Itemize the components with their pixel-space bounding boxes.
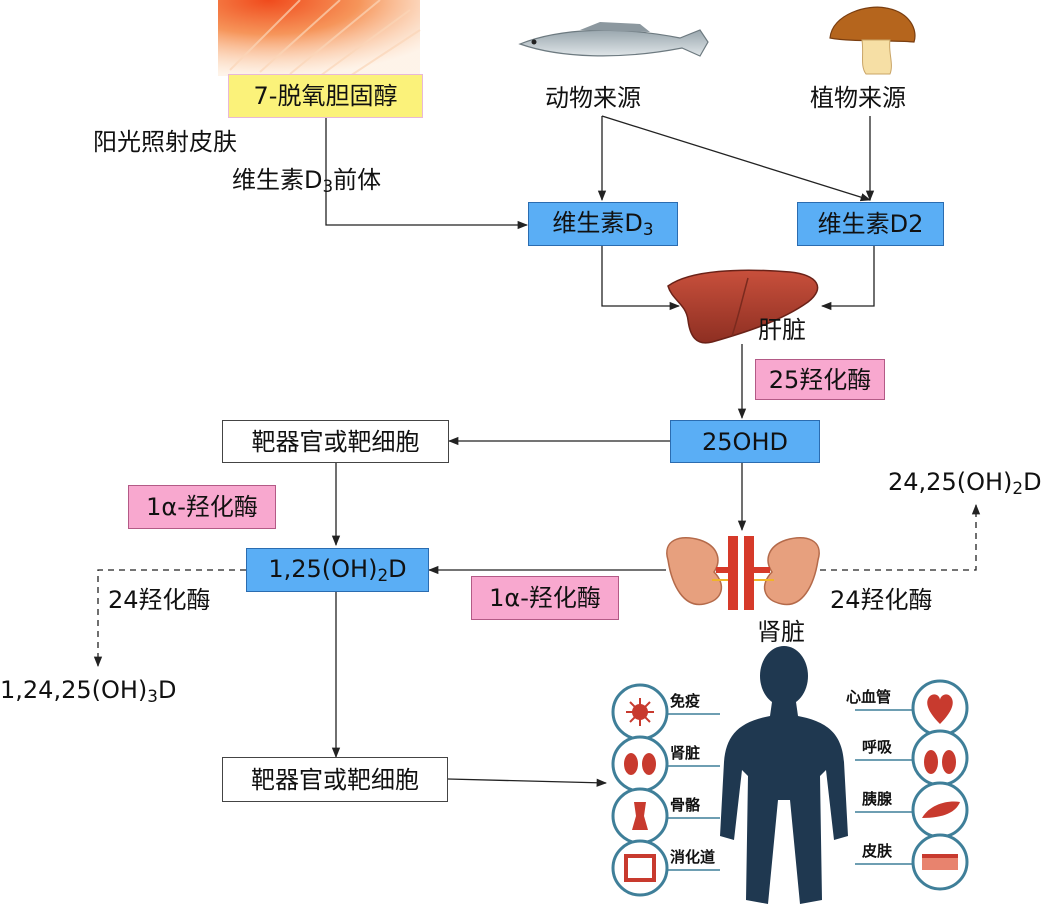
calcitriol-label: 1,25(OH)2D bbox=[268, 554, 407, 585]
enzyme-1a-left-box: 1α-羟化酶 bbox=[128, 485, 276, 529]
vitamin-d2-label: 维生素D2 bbox=[817, 210, 924, 238]
organ-label-respiratory: 呼吸 bbox=[862, 738, 893, 756]
skin-icon bbox=[911, 833, 969, 891]
calcitriol-box: 1,25(OH)2D bbox=[246, 548, 429, 592]
organ-label-immune: 免疫 bbox=[670, 692, 701, 710]
enzyme-1a-mid-label: 1α-羟化酶 bbox=[489, 584, 601, 612]
sun-image bbox=[218, 0, 421, 77]
enzyme-24-left-label: 24羟化酶 bbox=[108, 586, 211, 614]
target-top-label: 靶器官或靶细胞 bbox=[251, 427, 420, 456]
organ-label-pancreas: 胰腺 bbox=[862, 790, 893, 808]
lungs-icon bbox=[911, 729, 969, 787]
mushroom-image bbox=[829, 6, 916, 75]
organ-label-skin: 皮肤 bbox=[862, 842, 893, 860]
dehydrocholesterol-label: 7-脱氧胆固醇 bbox=[253, 82, 398, 110]
plant-source-label: 植物来源 bbox=[810, 84, 906, 112]
enzyme-1a-left-label: 1α-羟化酶 bbox=[146, 493, 258, 521]
organ-label-digestive: 消化道 bbox=[670, 848, 716, 866]
digestive-icon bbox=[611, 839, 669, 897]
sunlight-label: 阳光照射皮肤 bbox=[93, 128, 237, 156]
target-top-box: 靶器官或靶细胞 bbox=[222, 420, 449, 463]
precursor-label: 维生素D3前体 bbox=[232, 166, 382, 197]
organ-label-kidney: 肾脏 bbox=[670, 744, 701, 762]
hydroxy25-label: 25OHD bbox=[702, 427, 788, 456]
organ-label-bone: 骨骼 bbox=[670, 796, 701, 814]
enzyme-1a-mid-box: 1α-羟化酶 bbox=[471, 576, 619, 620]
bone-icon bbox=[611, 787, 669, 845]
vitamin-d3-label: 维生素D3 bbox=[552, 208, 654, 239]
target-bottom-box: 靶器官或靶细胞 bbox=[222, 757, 448, 802]
target-bottom-label: 靶器官或靶细胞 bbox=[251, 765, 419, 794]
animal-source-label: 动物来源 bbox=[545, 84, 641, 112]
heart-icon bbox=[911, 679, 969, 737]
human-body-image bbox=[720, 646, 848, 904]
immune-icon bbox=[611, 683, 669, 741]
pancreas-icon bbox=[911, 781, 969, 839]
product-24-25-label: 24,25(OH)2D bbox=[888, 468, 1042, 499]
enzyme-25-label: 25羟化酶 bbox=[768, 365, 872, 394]
kidney-label: 肾脏 bbox=[757, 618, 805, 646]
enzyme-25-box: 25羟化酶 bbox=[755, 359, 885, 400]
dehydrocholesterol-box: 7-脱氧胆固醇 bbox=[228, 74, 423, 118]
enzyme-24-right-label: 24羟化酶 bbox=[830, 586, 933, 614]
vitamin-d3-box: 维生素D3 bbox=[528, 202, 678, 246]
vitamin-d2-box: 维生素D2 bbox=[797, 202, 944, 246]
kidney-small-icon bbox=[611, 735, 669, 793]
organ-icons bbox=[611, 679, 969, 897]
fish-image bbox=[518, 22, 709, 57]
kidney-image bbox=[666, 536, 820, 610]
liver-label: 肝脏 bbox=[758, 316, 806, 344]
liver-image bbox=[667, 269, 819, 344]
hydroxy25-box: 25OHD bbox=[670, 420, 820, 463]
organ-label-cardio: 心血管 bbox=[846, 688, 892, 706]
product-1-24-25-label: 1,24,25(OH)3D bbox=[0, 676, 177, 707]
